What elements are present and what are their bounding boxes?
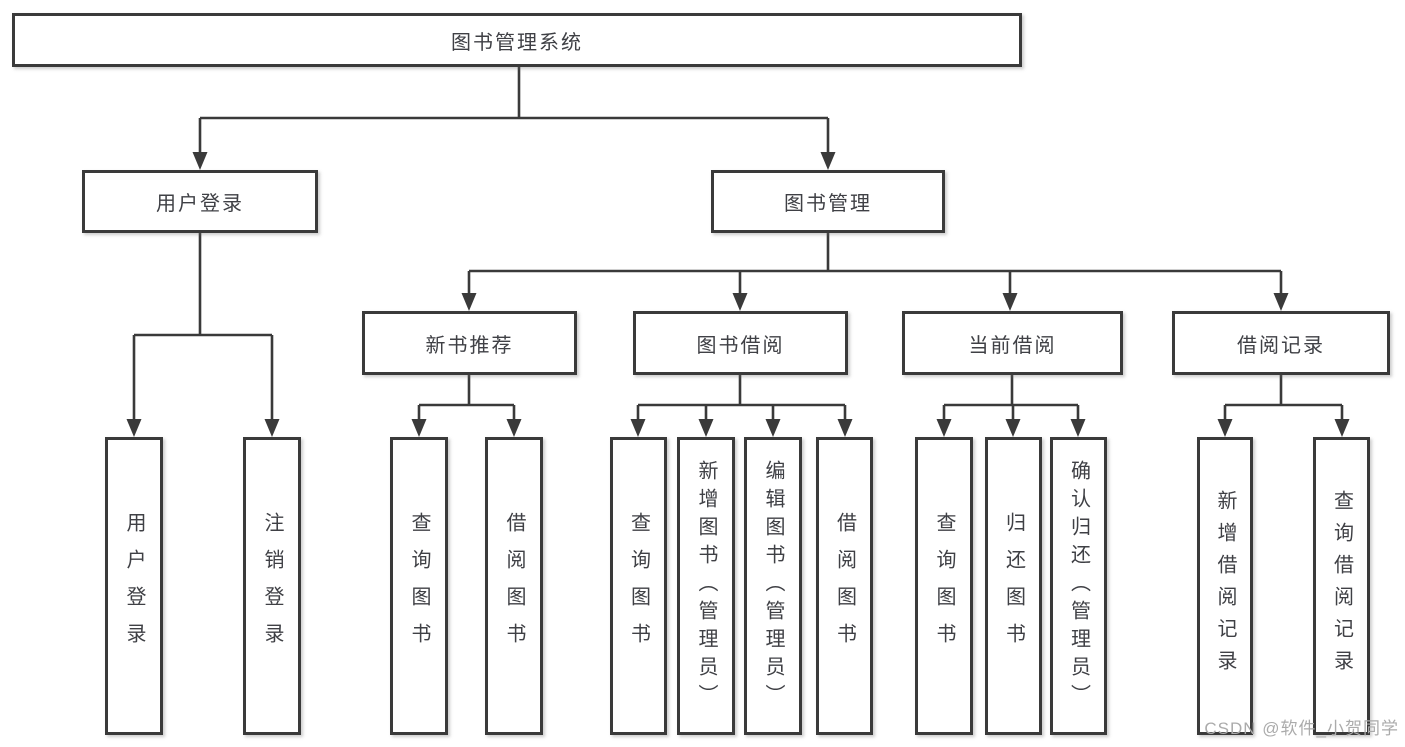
leaf-borrow-book: 借阅图书 xyxy=(816,437,873,735)
leaf-query-book-current: 查询图书 xyxy=(915,437,973,735)
leaf-query-book-recommend: 查询图书 xyxy=(390,437,448,735)
leaf-confirm-return-admin: 确认归还（管理员） xyxy=(1050,437,1107,735)
connector-root-to-level2 xyxy=(192,67,836,170)
leaf-add-borrow-record: 新增借阅记录 xyxy=(1197,437,1253,735)
node-book-management-module: 图书管理 xyxy=(711,170,945,233)
leaf-add-book-admin: 新增图书（管理员） xyxy=(677,437,735,735)
connector-current-borrow-branch xyxy=(936,375,1086,437)
node-borrow-record: 借阅记录 xyxy=(1172,311,1390,375)
leaf-query-borrow-record: 查询借阅记录 xyxy=(1313,437,1370,735)
connector-book-borrow-branch xyxy=(630,375,853,437)
node-current-borrow: 当前借阅 xyxy=(902,311,1123,375)
connector-user-login-branch xyxy=(126,233,280,437)
node-book-borrow: 图书借阅 xyxy=(633,311,848,375)
connector-borrow-record-branch xyxy=(1217,375,1350,437)
leaf-query-book-borrow: 查询图书 xyxy=(610,437,667,735)
csdn-watermark: CSDN @软件_小贺同学 xyxy=(1204,719,1399,738)
node-root-system: 图书管理系统 xyxy=(12,13,1022,67)
leaf-edit-book-admin: 编辑图书（管理员） xyxy=(744,437,802,735)
leaf-user-login: 用户登录 xyxy=(105,437,163,735)
connector-new-book-branch xyxy=(411,375,522,437)
leaf-return-book: 归还图书 xyxy=(985,437,1042,735)
node-user-login-module: 用户登录 xyxy=(82,170,318,233)
node-new-book-recommend: 新书推荐 xyxy=(362,311,577,375)
connector-book-mgmt-branch xyxy=(461,233,1289,311)
leaf-logout: 注销登录 xyxy=(243,437,301,735)
leaf-borrow-book-recommend: 借阅图书 xyxy=(485,437,543,735)
